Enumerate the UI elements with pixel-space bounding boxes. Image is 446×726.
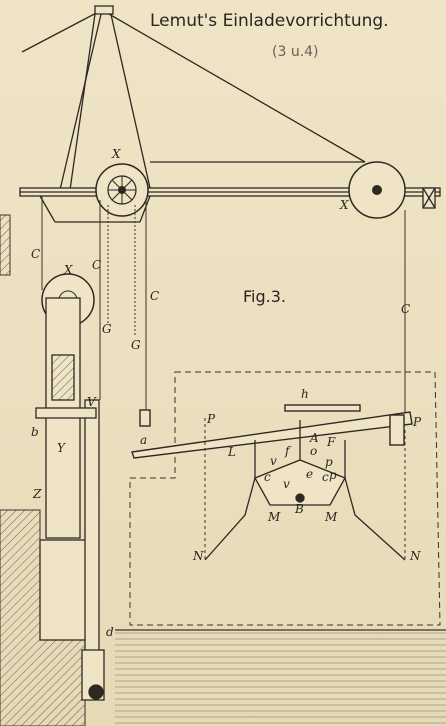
hydraulic-cylinder bbox=[35, 297, 105, 701]
label-m: M bbox=[267, 510, 281, 524]
water-basin bbox=[115, 630, 446, 726]
label-p-lower: p bbox=[329, 468, 337, 482]
pulley-top-left bbox=[95, 163, 149, 217]
label-l: L bbox=[227, 445, 236, 459]
label-a-upper: A bbox=[309, 431, 319, 445]
label-f: f bbox=[284, 444, 292, 458]
label-v-upper: V bbox=[87, 395, 97, 409]
label-e: e bbox=[306, 467, 313, 481]
label-x: X bbox=[339, 198, 349, 212]
label-b: b bbox=[31, 425, 39, 439]
label-c: C bbox=[92, 258, 101, 272]
plate-subtitle: (3 u.4) bbox=[272, 44, 319, 60]
label-n: N bbox=[409, 549, 421, 563]
label-d: d bbox=[106, 625, 114, 639]
label-x: X bbox=[111, 147, 121, 161]
label-p-lower: p bbox=[325, 455, 333, 469]
label-o: o bbox=[310, 444, 317, 458]
figure-label: Fig.3. bbox=[243, 287, 286, 306]
label-x: X bbox=[63, 263, 73, 277]
label-f-upper: F bbox=[326, 435, 336, 449]
label-y: Y bbox=[57, 441, 66, 455]
label-c: C bbox=[150, 289, 159, 303]
crane-frame bbox=[19, 5, 441, 223]
label-c: C bbox=[401, 302, 410, 316]
label-g: G bbox=[131, 338, 141, 352]
label-p: P bbox=[412, 415, 422, 429]
ship-hold-outline bbox=[129, 371, 441, 626]
pulley-top-right bbox=[348, 161, 406, 219]
hanging-ropes bbox=[204, 418, 406, 560]
label-p: P bbox=[206, 412, 216, 426]
label-c-lower: c bbox=[264, 470, 271, 484]
label-z: Z bbox=[32, 487, 42, 501]
wall-stub bbox=[0, 214, 11, 276]
label-v: v bbox=[270, 454, 277, 468]
label-c: C bbox=[31, 247, 40, 261]
label-v: v bbox=[283, 477, 290, 491]
lever-beam bbox=[131, 404, 413, 459]
label-b-upper: B bbox=[294, 502, 304, 516]
label-h: h bbox=[301, 387, 309, 401]
label-c-lower: c bbox=[322, 470, 329, 484]
label-n: N bbox=[192, 549, 204, 563]
label-a: a bbox=[140, 433, 147, 447]
label-g: G bbox=[102, 322, 112, 336]
grab-mechanism bbox=[204, 420, 406, 561]
label-m: M bbox=[324, 510, 338, 524]
ropes bbox=[41, 196, 406, 418]
plate-title: Lemut's Einladevorrichtung. bbox=[150, 11, 389, 31]
